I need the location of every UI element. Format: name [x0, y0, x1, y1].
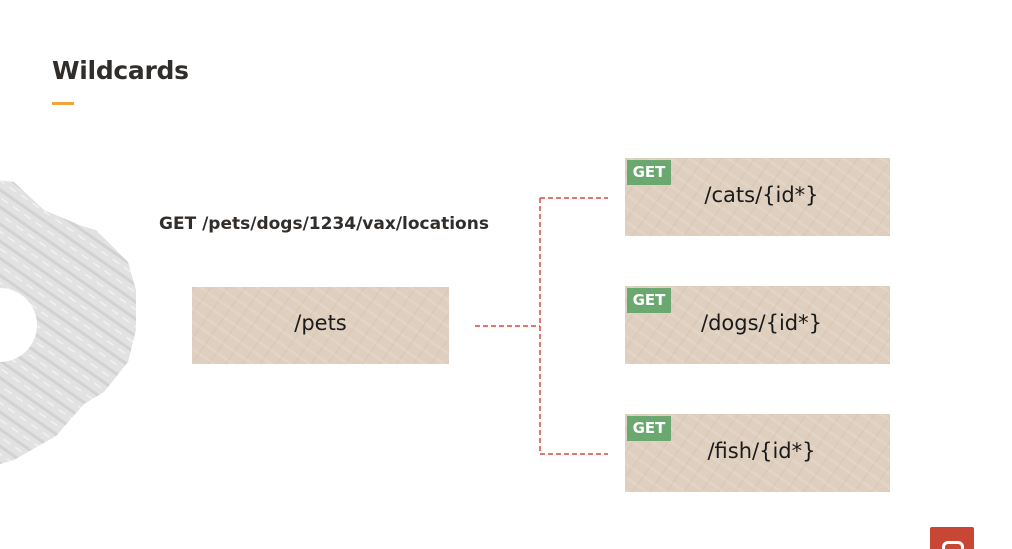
brand-logo-icon — [930, 527, 974, 549]
method-badge: GET — [627, 160, 671, 185]
route-node-fish: GET /fish/{id*} — [625, 414, 890, 492]
slide-title: Wildcards — [52, 56, 189, 85]
title-accent-bar — [52, 102, 74, 105]
method-badge: GET — [627, 416, 671, 441]
route-path: /fish/{id*} — [707, 439, 816, 463]
request-line: GET /pets/dogs/1234/vax/locations — [159, 214, 489, 234]
route-path: /cats/{id*} — [704, 183, 819, 207]
method-badge: GET — [627, 288, 671, 313]
route-node-cats: GET /cats/{id*} — [625, 158, 890, 236]
root-path: /pets — [294, 311, 347, 335]
logo-mark — [942, 541, 964, 549]
route-node-dogs: GET /dogs/{id*} — [625, 286, 890, 364]
route-path: /dogs/{id*} — [701, 311, 822, 335]
root-node: /pets — [192, 287, 449, 364]
